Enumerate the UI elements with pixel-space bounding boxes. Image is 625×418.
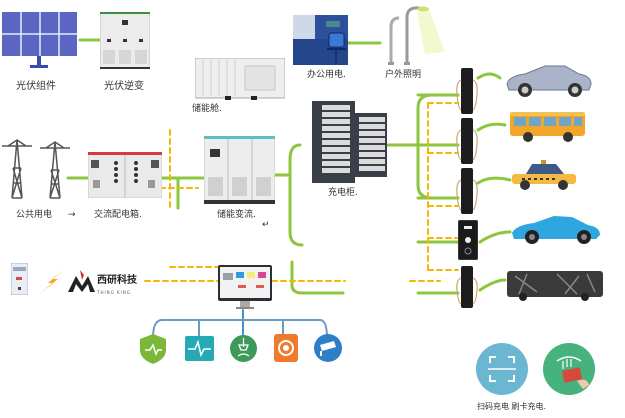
taxi-icon [512,160,576,190]
black-bus-icon [507,271,603,301]
outdoor-lighting[interactable] [385,2,445,67]
storage-pcs[interactable] [203,135,276,204]
storage-cabin[interactable] [194,57,286,100]
charger-2[interactable] [456,118,478,164]
pcs-cabinet-icon [203,135,276,204]
charger-3[interactable] [456,168,478,214]
ac-distribution-label: 交流配电箱. [94,210,142,220]
vehicle-black-bus [507,270,603,302]
charging-cabinet[interactable] [312,101,387,183]
qr-scan-icon [476,343,528,395]
sports-car-icon [506,65,592,97]
bus-icon [510,112,585,142]
vehicle-taxi [512,158,577,192]
pv-inverter-label: 光伏逆变 [104,81,144,92]
office-power-label: 办公用电. [307,70,346,80]
return-mark: ↵ [262,220,270,230]
card-tap-icon [543,343,595,395]
ev-charger-icon [456,68,478,114]
service-charging[interactable] [230,334,257,363]
battery-rack-icon [312,101,387,183]
cable-3 [476,176,512,185]
cable-5 [478,278,507,292]
storage-cabin-label: 储能舱. [192,104,222,114]
cable-1 [476,72,502,80]
monitor-icon [218,265,272,309]
lightning-icon [38,267,66,295]
gear-service-icon [274,334,298,362]
charger-1[interactable] [456,68,478,114]
phone-app[interactable] [10,262,29,296]
blue-car-icon [512,216,600,244]
pv-module-label: 光伏组件 [16,81,56,92]
shield-check-icon [140,334,166,364]
service-camera[interactable] [314,334,342,362]
plug-icon [230,335,257,362]
ac-distribution-box[interactable] [87,151,163,199]
cable-2 [476,122,507,132]
vehicle-blue-car [510,213,602,245]
company-logo-icon [68,270,95,292]
pv-module[interactable] [2,12,77,72]
charger-5[interactable] [456,266,478,308]
ev-charger-icon [456,168,478,214]
charging-cabinet-label: 充电柜. [328,188,358,198]
ev-charger-icon [456,118,478,164]
service-security[interactable] [140,334,166,364]
storage-pcs-label: 储能变流. [217,210,256,220]
cctv-camera-icon [314,334,342,362]
outdoor-lighting-label: 户外照明 [385,70,422,80]
arrow-icon: → [68,210,76,220]
container-icon [194,57,286,100]
cable-4 [478,230,512,244]
payment-label: 扫码充电 刷卡充电. [477,402,547,411]
card-to-charge-button[interactable] [543,343,595,395]
power-lines [66,38,512,295]
service-maintenance[interactable] [274,334,298,362]
pulse-monitor-icon [185,336,214,361]
ev-charger-icon [456,266,478,308]
public-grid[interactable] [0,138,72,200]
vehicle-sports-car [505,62,593,98]
distribution-cabinet-icon [87,151,163,199]
monitoring-screen[interactable] [218,265,272,311]
company-name: 西研科技 [97,275,137,286]
scan-to-charge-button[interactable] [476,343,528,395]
office-icon [293,15,348,65]
solar-panel-icon [2,12,77,68]
pv-inverter[interactable] [99,11,151,70]
pcs-bus-bracket [288,143,304,247]
mobile-phone-icon [10,262,29,296]
data-lines [144,102,459,282]
wall-charger-icon [457,219,479,261]
monitor-feed-line [290,260,345,295]
street-light-icon [388,6,445,65]
service-monitoring[interactable] [185,336,214,361]
power-tower-icon [2,139,70,199]
vehicle-bus [510,110,585,142]
office-power[interactable] [293,15,348,65]
company-subtitle: THING KING [97,290,131,295]
inverter-cabinet-icon [99,11,151,70]
public-grid-label: 公共用电 [16,210,53,220]
charger-4[interactable] [457,219,479,261]
